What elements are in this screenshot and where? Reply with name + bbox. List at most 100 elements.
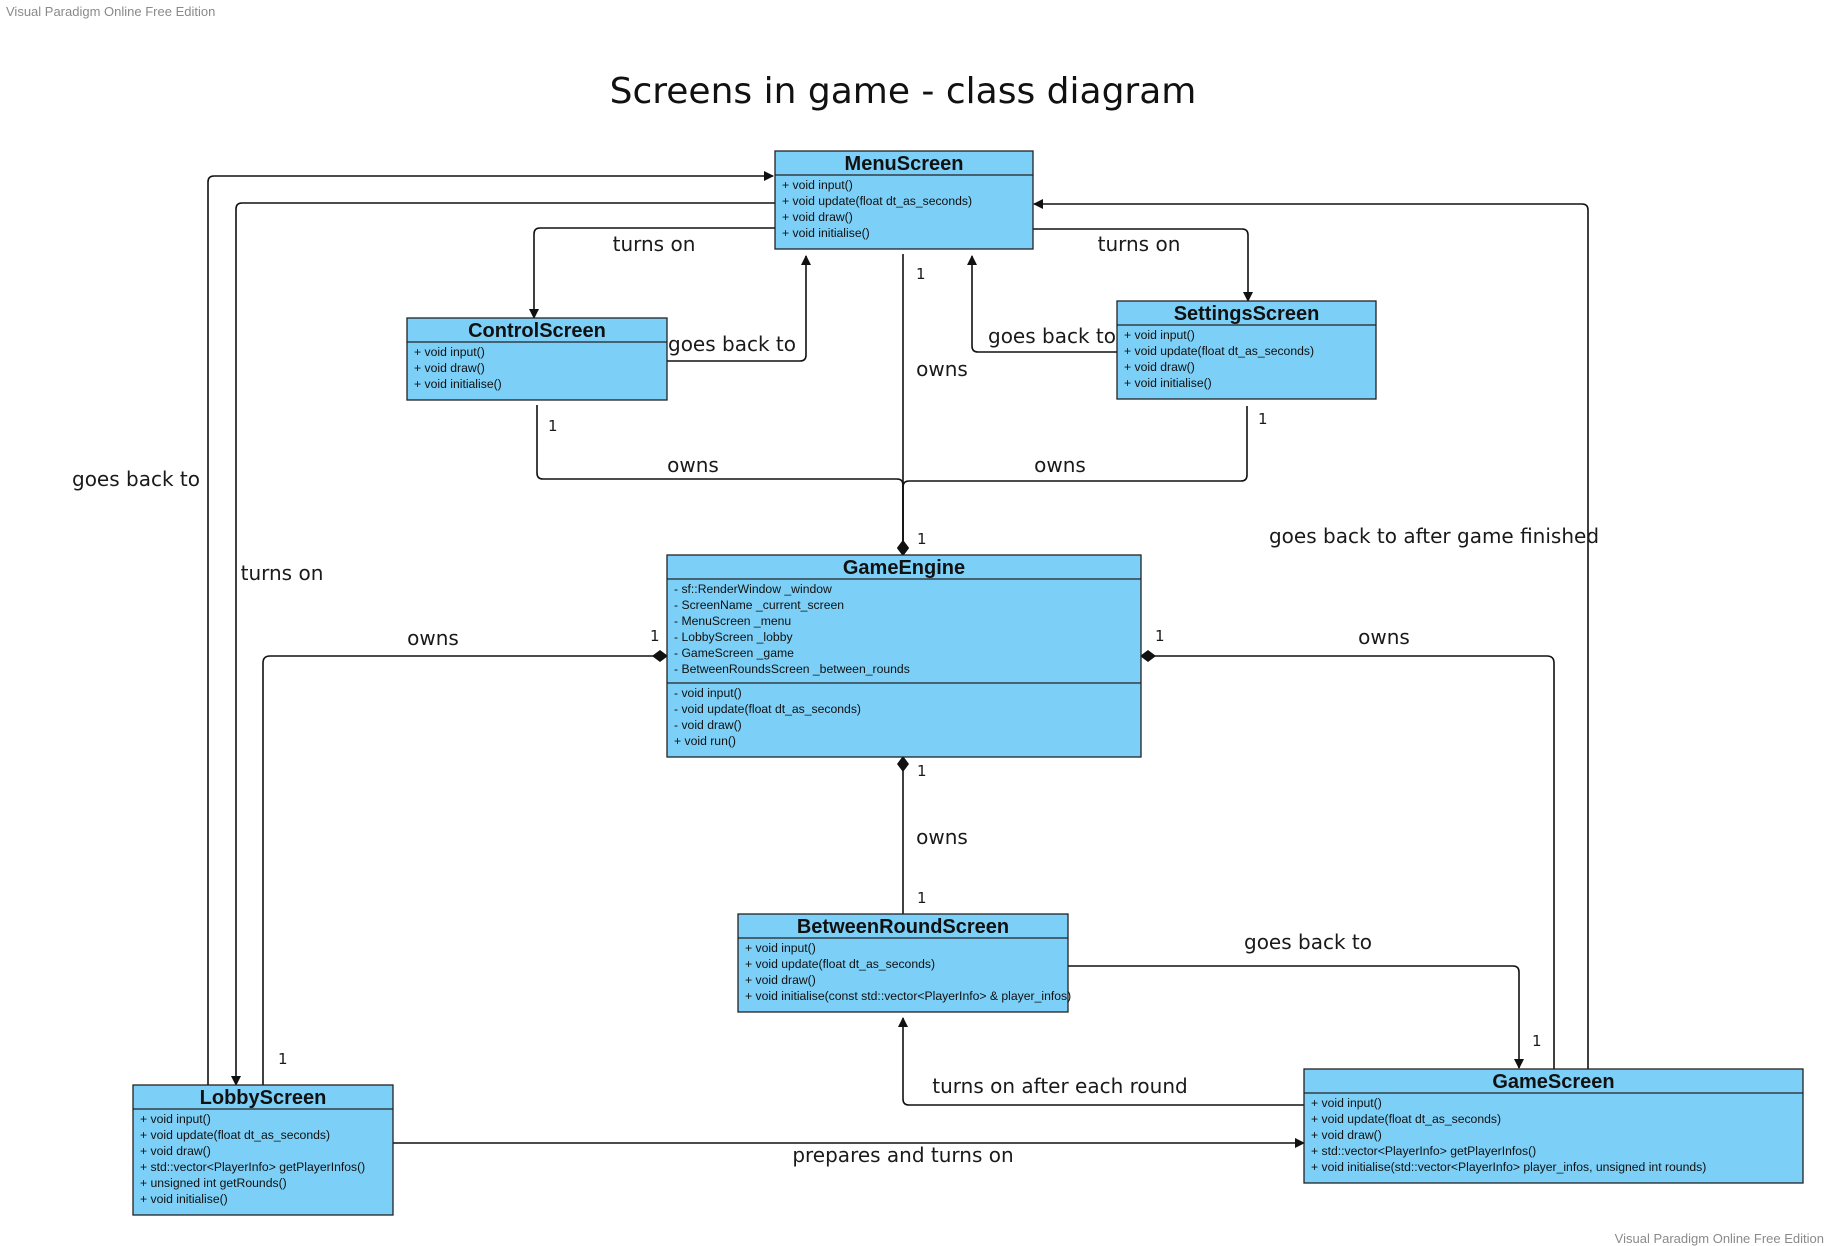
mult-control-end: 1: [548, 417, 558, 435]
edge-control-goes-back-menu[interactable]: [667, 255, 811, 362]
class-lobby-box[interactable]: [132, 1084, 394, 1216]
class-between-operation: + void draw(): [745, 973, 816, 987]
label-control-goes-back: goes back to: [668, 332, 796, 356]
class-menu-operation: + void draw(): [782, 210, 853, 224]
label-gamescreen-goes-back-after-finish: goes back to after game finished: [1269, 524, 1599, 548]
label-menu-owns: owns: [916, 357, 968, 381]
class-engine-attribute: - MenuScreen _menu: [674, 614, 791, 628]
class-menu-operation: + void input(): [782, 178, 853, 192]
class-engine-attribute: - sf::RenderWindow _window: [674, 582, 832, 596]
class-control-operation: + void draw(): [414, 361, 485, 375]
edge-engine-owns-lobby[interactable]: [262, 650, 668, 1085]
class-engine-operation: - void update(float dt_as_seconds): [674, 702, 861, 716]
mult-betweenround-top: 1: [917, 889, 927, 907]
class-between-box[interactable]: [737, 913, 1069, 1013]
edge-lobby-goes-back-menu[interactable]: [207, 171, 774, 1085]
edges: [207, 171, 1589, 1148]
mult-gamescreen-top: 1: [1532, 1032, 1542, 1050]
class-control-name: ControlScreen: [468, 320, 606, 342]
class-menu[interactable]: MenuScreen + void input() + void update(fl…: [774, 150, 1034, 250]
class-between-operation: + void update(float dt_as_seconds): [745, 957, 935, 971]
class-control[interactable]: ControlScreen+ void input()+ void draw()…: [406, 317, 668, 401]
mult-engine-top: 1: [917, 530, 927, 548]
class-settings-box[interactable]: [1116, 300, 1377, 400]
class-engine-attribute: - GameScreen _game: [674, 646, 794, 660]
class-menu-box[interactable]: [774, 150, 1034, 250]
class-game-box[interactable]: [1303, 1068, 1804, 1184]
label-control-owns: owns: [667, 453, 719, 477]
class-menu-operation: + void initialise(): [782, 226, 870, 240]
class-engine-attribute: - BetweenRoundsScreen _between_rounds: [674, 662, 910, 676]
class-engine-box[interactable]: [666, 554, 1142, 758]
class-game-operation: + void draw(): [1311, 1128, 1382, 1142]
class-settings-operation: + void update(float dt_as_seconds): [1124, 344, 1314, 358]
edge-menu-turns-on-lobby[interactable]: [231, 202, 775, 1086]
mult-engine-right: 1: [1155, 627, 1165, 645]
class-lobby-operation: + std::vector<PlayerInfo> getPlayerInfos…: [140, 1160, 365, 1174]
edge-settings-goes-back-menu[interactable]: [967, 255, 1117, 353]
class-settings-name: SettingsScreen: [1174, 303, 1320, 325]
class-game[interactable]: GameScreen+ void input()+ void update(fl…: [1303, 1068, 1804, 1184]
edge-engine-owns-gamescreen[interactable]: [1140, 650, 1555, 1069]
class-menu-operation: + void update(float dt_as_seconds): [782, 194, 972, 208]
class-game-operation: + void initialise(std::vector<PlayerInfo…: [1311, 1160, 1706, 1174]
mult-settings-end: 1: [1258, 410, 1268, 428]
class-engine-name: GameEngine: [843, 557, 965, 579]
class-lobby-operation: + void input(): [140, 1112, 211, 1126]
label-lobby-owns: owns: [407, 626, 459, 650]
class-control-box[interactable]: [406, 317, 668, 401]
class-engine-attribute: - ScreenName _current_screen: [674, 598, 844, 612]
class-settings-operation: + void input(): [1124, 328, 1195, 342]
class-settings-operation: + void draw(): [1124, 360, 1195, 374]
class-between[interactable]: BetweenRoundScreen + void input() + void u…: [737, 913, 1071, 1013]
class-lobby-operation: + void initialise(): [140, 1192, 228, 1206]
label-betweenround-owns: owns: [916, 825, 968, 849]
class-lobby-operation: + unsigned int getRounds(): [140, 1176, 287, 1190]
class-control-operation: + void initialise(): [414, 377, 502, 391]
label-menu-turns-on-settings: turns on: [1098, 232, 1181, 256]
edge-engine-owns-settings[interactable]: [897, 406, 1248, 556]
label-settings-goes-back: goes back to: [988, 324, 1116, 348]
edge-gamescreen-goes-back-menu[interactable]: [1033, 199, 1589, 1069]
class-between-name: BetweenRoundScreen: [797, 916, 1009, 938]
class-engine[interactable]: GameEngine- sf::RenderWindow _window- Sc…: [666, 554, 1142, 758]
class-lobby[interactable]: LobbyScreen + void input() + void update(f…: [132, 1084, 394, 1216]
edge-menu-turns-on-settings[interactable]: [1033, 228, 1253, 302]
diagram-title: Screens in game - class diagram: [610, 71, 1197, 112]
label-lobby-prepares-gamescreen: prepares and turns on: [792, 1143, 1013, 1167]
class-engine-operation: - void input(): [674, 686, 742, 700]
mult-engine-bottom: 1: [917, 762, 927, 780]
label-settings-owns: owns: [1034, 453, 1086, 477]
label-lobby-goes-back: goes back to: [72, 467, 200, 491]
class-settings-operation: + void initialise(): [1124, 376, 1212, 390]
edge-engine-owns-control[interactable]: [536, 405, 909, 556]
class-settings[interactable]: SettingsScreen + void input() + void updat…: [1116, 300, 1377, 400]
class-menu-name: MenuScreen: [845, 153, 964, 175]
watermark-top: Visual Paradigm Online Free Edition: [6, 4, 215, 19]
class-engine-operation: - void draw(): [674, 718, 742, 732]
class-game-name: GameScreen: [1492, 1071, 1614, 1093]
edge-labels: turns on turns on goes back to goes back…: [72, 232, 1599, 1167]
label-gamescreen-turns-on-betweenround: turns on after each round: [932, 1074, 1187, 1098]
class-between-operation: + void input(): [745, 941, 816, 955]
class-between-operation: + void initialise(const std::vector<Play…: [745, 989, 1071, 1003]
edge-gamescreen-turns-on-betweenround[interactable]: [898, 1017, 1305, 1106]
mult-menu-end: 1: [916, 265, 926, 283]
class-lobby-operation: + void update(float dt_as_seconds): [140, 1128, 330, 1142]
class-engine-operation: + void run(): [674, 734, 736, 748]
edge-betweenround-goes-back-gamescreen[interactable]: [1068, 965, 1524, 1069]
multiplicities: 1 1 1 1 1 1 1 1 1 1: [278, 265, 1542, 1068]
class-game-operation: + void input(): [1311, 1096, 1382, 1110]
mult-lobby-top: 1: [278, 1050, 288, 1068]
class-lobby-name: LobbyScreen: [200, 1087, 327, 1109]
label-betweenround-goes-back: goes back to: [1244, 930, 1372, 954]
class-lobby-operation: + void draw(): [140, 1144, 211, 1158]
label-menu-turns-on-control: turns on: [613, 232, 696, 256]
label-gamescreen-owns: owns: [1358, 625, 1410, 649]
edge-menu-turns-on-control[interactable]: [529, 227, 775, 319]
watermark-bottom: Visual Paradigm Online Free Edition: [1615, 1231, 1824, 1246]
class-game-operation: + std::vector<PlayerInfo> getPlayerInfos…: [1311, 1144, 1536, 1158]
class-engine-attribute: - LobbyScreen _lobby: [674, 630, 793, 644]
mult-engine-left: 1: [650, 627, 660, 645]
